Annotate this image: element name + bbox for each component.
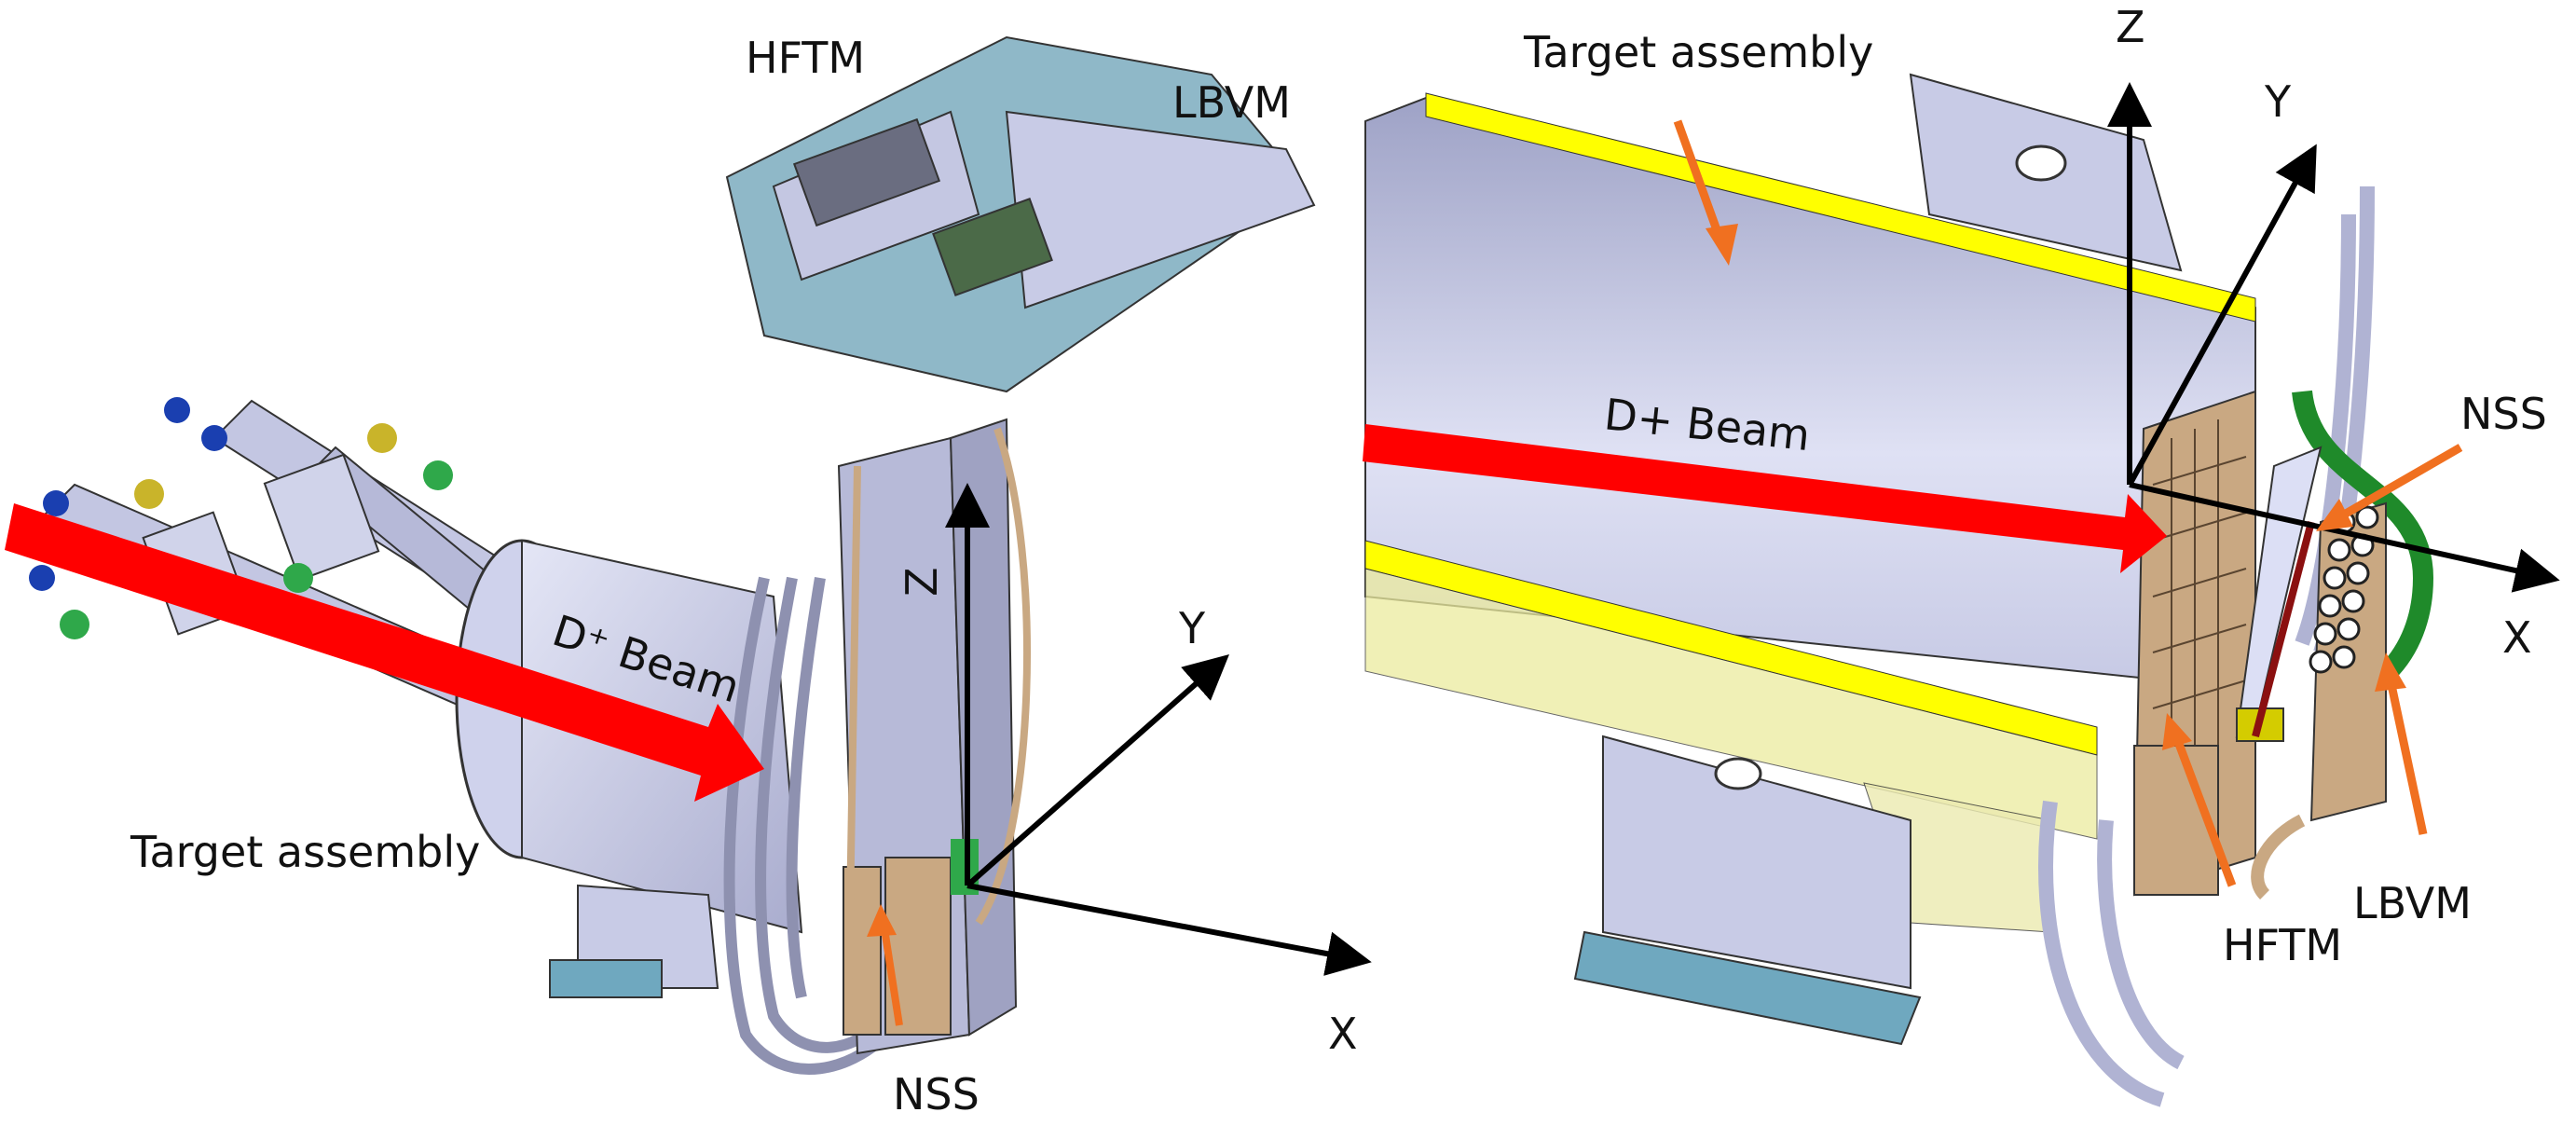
label-axis-x-left: X <box>1328 1009 1358 1059</box>
label-axis-z-left: Z <box>897 567 947 597</box>
label-nss-left: NSS <box>893 1069 980 1119</box>
bottom-clamp <box>1573 735 1922 1046</box>
top-clamp <box>1909 73 2183 272</box>
label-lbvm-left: LBVM <box>1172 77 1291 128</box>
beam-arrow-right <box>1363 424 2167 573</box>
label-axis-z-right: Z <box>2116 2 2145 52</box>
cooling-pipes <box>723 576 899 1075</box>
lbvm-block <box>2251 501 2387 899</box>
label-hftm-right: HFTM <box>2223 920 2342 970</box>
label-target-assembly-right: Target assembly <box>1523 27 1873 77</box>
vertical-housing <box>837 418 1031 1055</box>
upper-frame <box>725 35 1316 393</box>
coordinate-axes-left <box>945 483 1372 976</box>
coordinate-axes-right <box>2107 82 2560 593</box>
axis-y-right <box>2127 144 2317 487</box>
target-trough <box>1364 92 2256 933</box>
target-callout-arrow <box>1673 119 1738 266</box>
label-target-assembly-left: Target assembly <box>130 827 480 877</box>
axis-y-left <box>966 654 1229 888</box>
label-hftm-left: HFTM <box>746 33 865 83</box>
lbvm-callout-arrow <box>2375 652 2428 835</box>
left-panel: HFTM LBVM D⁺ Beam Target assembly NSS Y … <box>5 33 1372 1119</box>
axis-x-left <box>966 883 1372 976</box>
beam-arrow-left <box>5 503 764 802</box>
label-nss-right: NSS <box>2460 389 2547 439</box>
axis-x-right <box>2129 482 2560 593</box>
hftm-callout-arrow <box>2162 713 2237 887</box>
label-axis-y-left: Y <box>1178 603 1206 653</box>
label-axis-y-right: Y <box>2264 76 2292 127</box>
nss-callout-arrow-right <box>2316 444 2463 531</box>
right-panel: Target assembly D+ Beam NSS HFTM LBVM Z … <box>1363 2 2560 1107</box>
hftm-block <box>2132 390 2256 897</box>
callout-arrows-right <box>1673 119 2463 887</box>
label-lbvm-right: LBVM <box>2353 878 2472 928</box>
nss-callout-arrow-left <box>867 904 903 1026</box>
label-axis-x-right: X <box>2502 612 2532 663</box>
